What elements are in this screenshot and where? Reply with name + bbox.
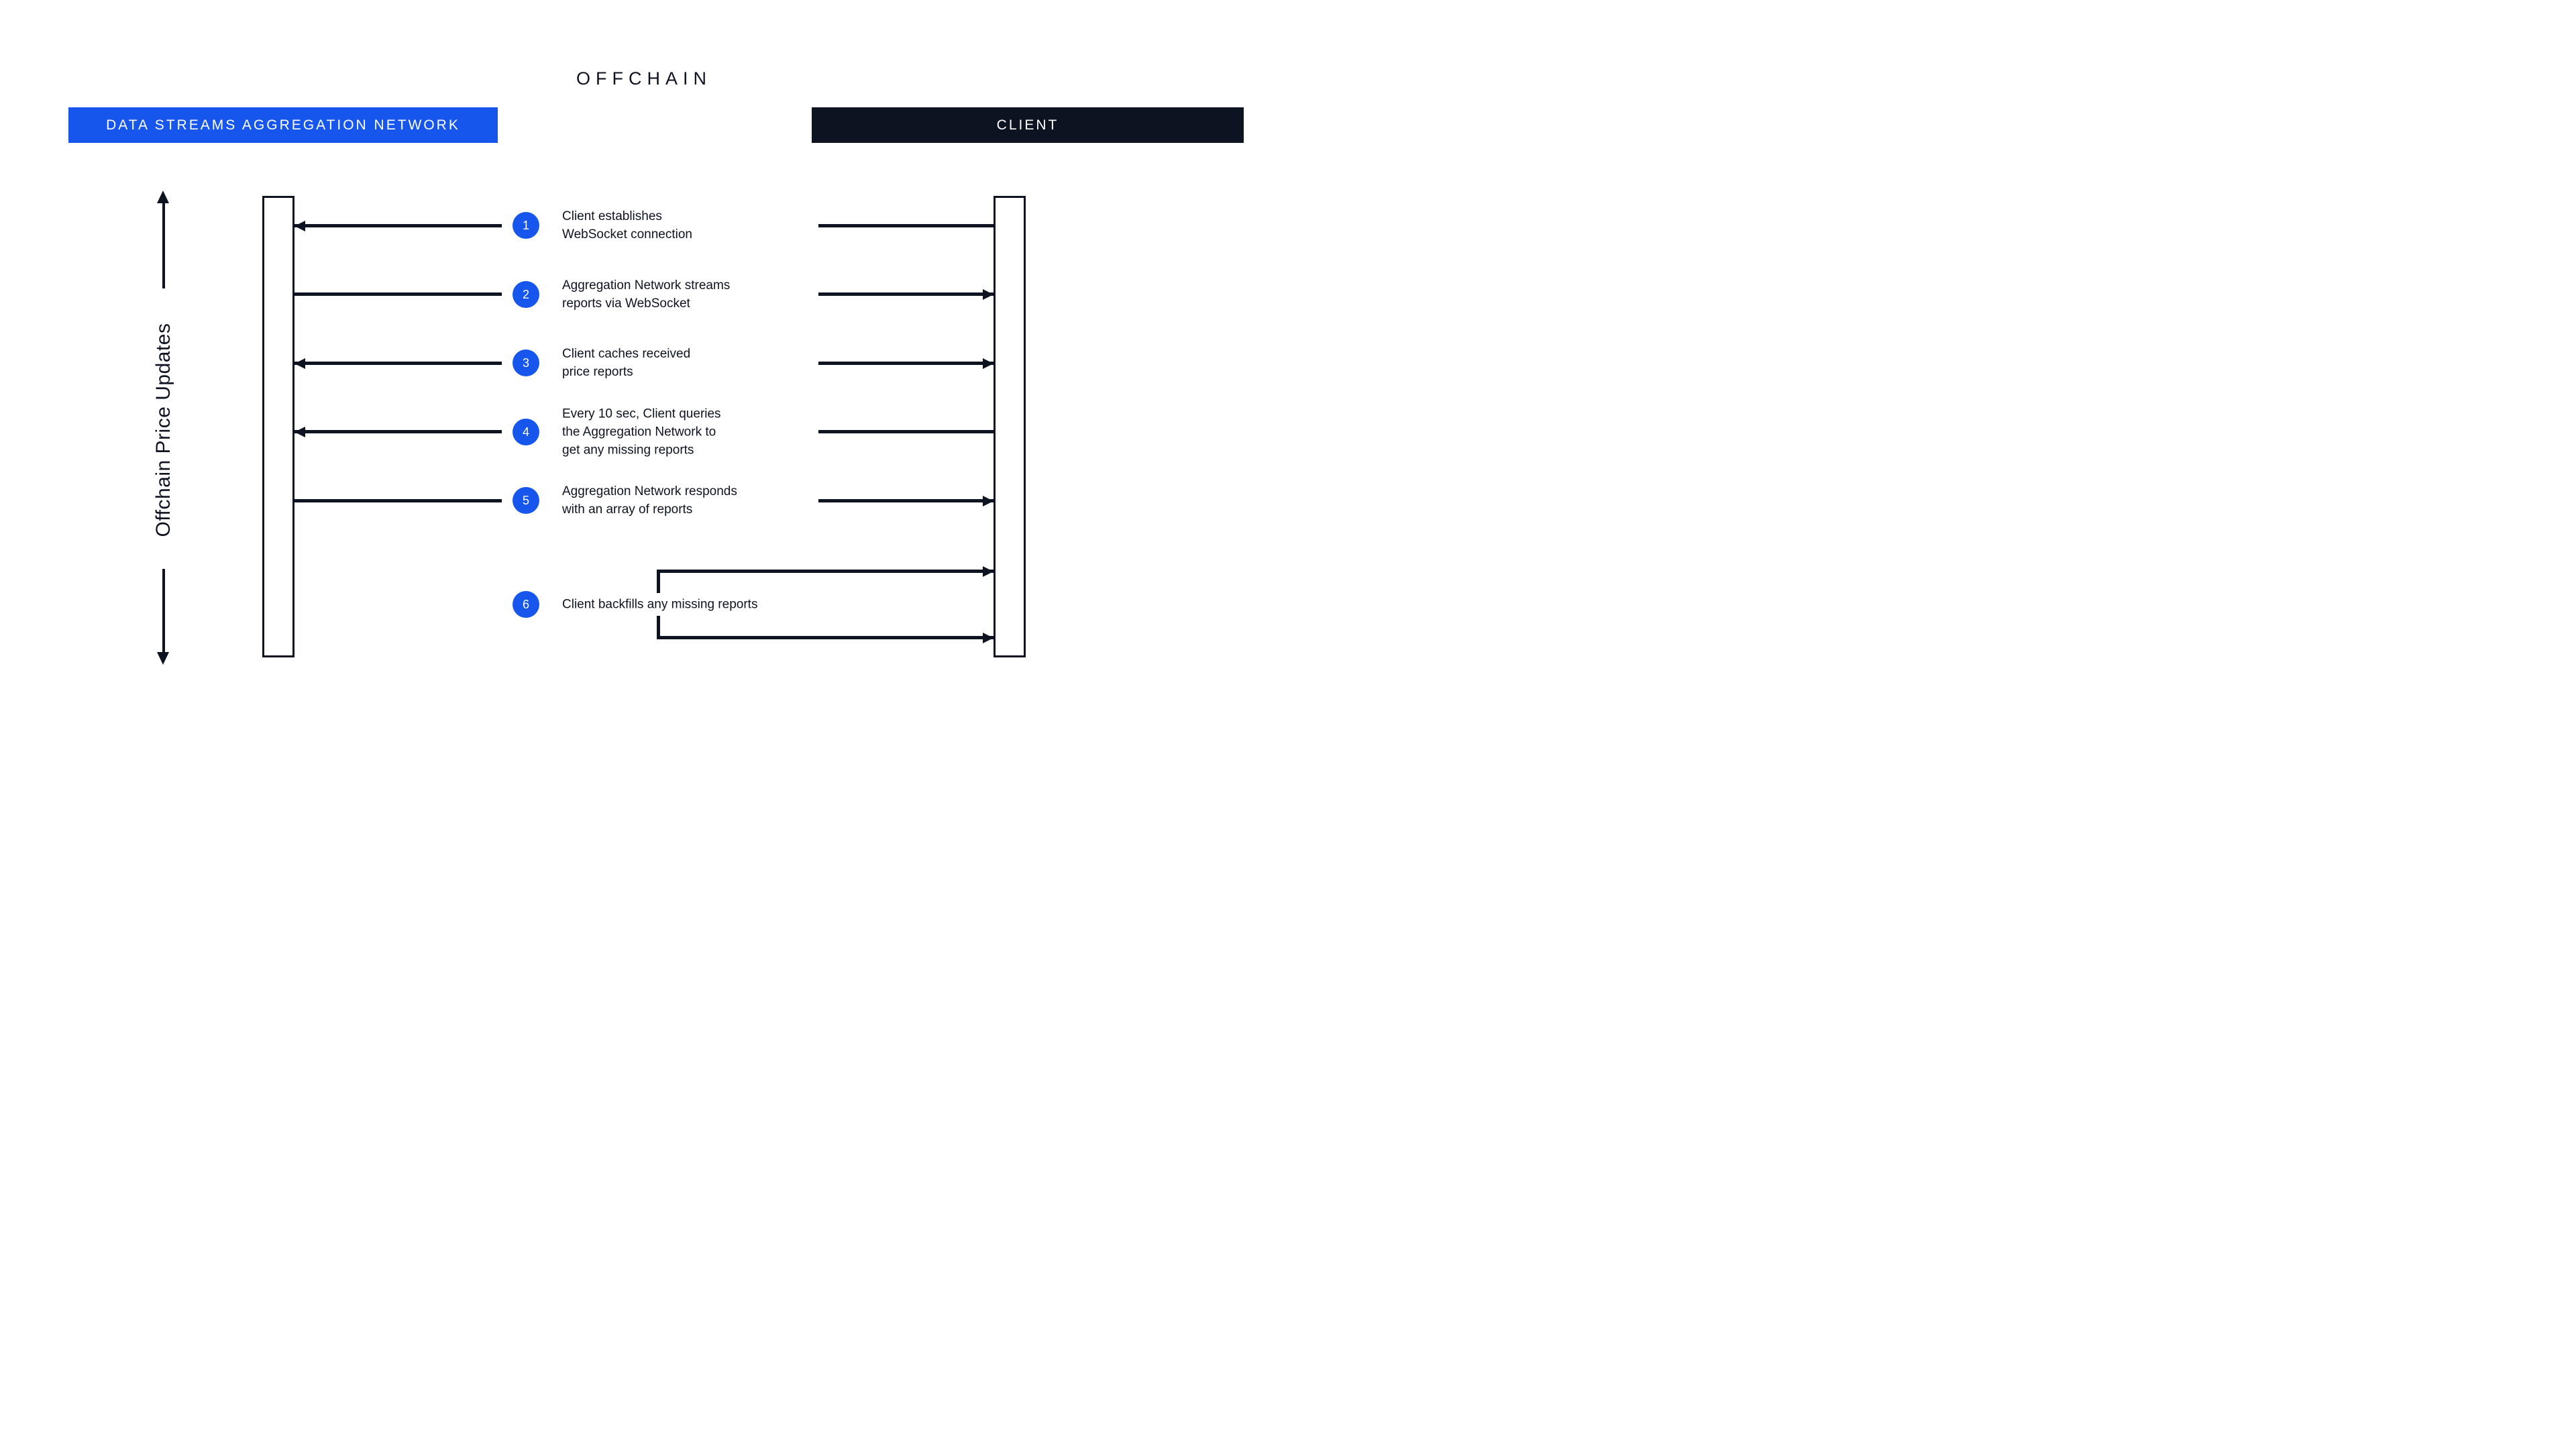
step-6-top-arrow-into-client [657,570,994,573]
sequence-diagram-canvas: OFFCHAIN DATA STREAMS AGGREGATION NETWOR… [0,0,1288,724]
step-4-badge: 4 [513,419,539,445]
step-3-arrow-into-client [818,362,994,365]
step-4-arrow-into-network [294,430,502,433]
step-2-text: Aggregation Network streams reports via … [562,278,731,311]
down-arrowhead-icon [157,652,169,665]
client-actor-label: CLIENT [996,117,1059,133]
step-5-text: Aggregation Network responds with an arr… [562,484,737,517]
step-5-line-from-network [294,499,502,502]
network-actor-banner: DATA STREAMS AGGREGATION NETWORK [68,107,498,143]
step-6-bottom-arrow-into-client [657,636,994,639]
step-3-text: Client caches received price reports [562,347,691,379]
step-4-line-from-client [818,430,994,433]
step-6-text: Client backfills any missing reports [562,597,758,612]
client-lifeline [994,196,1026,657]
client-actor-banner: CLIENT [812,107,1244,143]
step-3-arrow-into-network [294,362,502,365]
step-1-line-from-client [818,224,994,227]
network-lifeline [262,196,294,657]
step-5-arrow-into-client [818,499,994,502]
step-1-arrow-into-network [294,224,502,227]
step-4-text: Every 10 sec, Client queries the Aggrega… [562,407,721,458]
offchain-price-updates-label: Offchain Price Updates [152,323,174,537]
step-1-badge: 1 [513,212,539,239]
step-3-badge: 3 [513,350,539,376]
step-5-badge: 5 [513,487,539,514]
diagram-title: OFFCHAIN [576,68,712,89]
step-2-line-from-network [294,292,502,296]
down-arrow-line [162,569,165,653]
step-1-text: Client establishes WebSocket connection [562,209,692,241]
step-6-bottom-bracket-stub [657,616,660,637]
step-6-top-bracket-stub [657,572,660,593]
step-6-badge: 6 [513,591,539,618]
up-arrowhead-icon [157,191,169,203]
step-2-badge: 2 [513,281,539,308]
step-2-arrow-into-client [818,292,994,296]
up-arrow-line [162,203,165,288]
network-actor-label: DATA STREAMS AGGREGATION NETWORK [106,117,460,133]
